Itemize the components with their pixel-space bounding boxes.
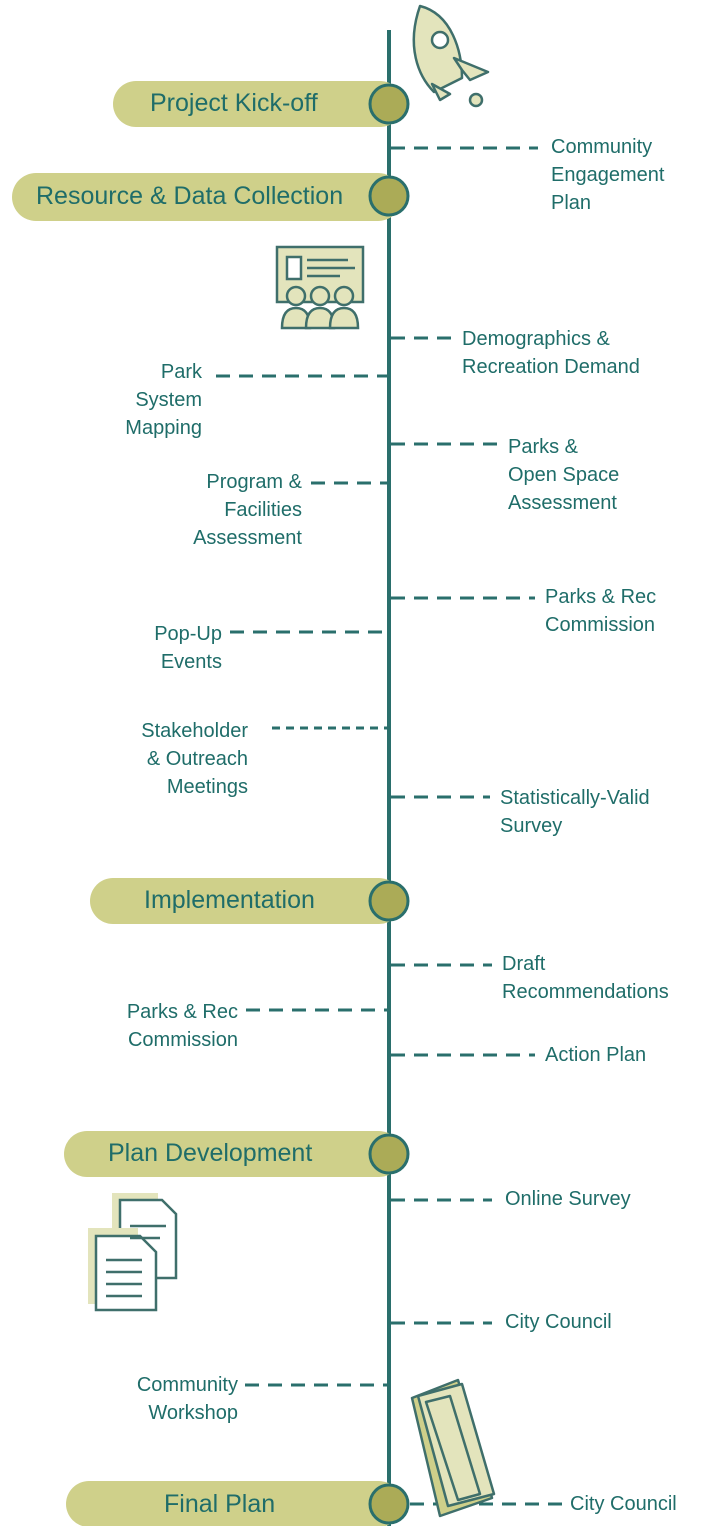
item-city-council-2: City Council	[570, 1493, 677, 1515]
phase-pill-kickoff	[113, 81, 403, 127]
presentation-icon	[275, 245, 365, 330]
book-icon	[410, 1378, 496, 1518]
phase-pill-implementation	[90, 878, 402, 924]
item-action-plan: Action Plan	[545, 1044, 647, 1066]
phase-label-implementation: Implementation	[144, 886, 315, 914]
item-pop-up-events: Pop-Up Events	[154, 623, 222, 673]
phase-label-kickoff: Project Kick-off	[150, 89, 318, 117]
item-parks-rec-commission-left: Parks & Rec Commission	[126, 1001, 238, 1051]
phase-label-final-plan: Final Plan	[164, 1490, 276, 1518]
item-online-survey: Online Survey	[505, 1188, 631, 1210]
item-parks-open-space: Parks & Open Space Assessment	[508, 436, 620, 514]
phase-label-plan-development: Plan Development	[108, 1139, 313, 1167]
documents-icon	[88, 1193, 178, 1312]
item-draft-recommendations: Draft Recommendations	[502, 953, 669, 1003]
item-park-system-mapping: Park System Mapping	[125, 361, 202, 439]
phase-node-final-plan	[368, 1483, 410, 1525]
item-program-facilities: Program & Facilities Assessment	[193, 471, 302, 549]
item-demographics: Demographics & Recreation Demand	[462, 328, 640, 378]
item-community-workshop: Community Workshop	[136, 1374, 238, 1424]
phase-pill-final-plan	[66, 1481, 402, 1526]
item-parks-rec-commission-right: Parks & Rec Commission	[545, 586, 657, 636]
phase-node-plan-development	[368, 1133, 410, 1175]
rocket-icon	[412, 4, 490, 108]
item-city-council-1: City Council	[505, 1311, 612, 1333]
phase-node-kickoff	[368, 83, 410, 125]
phase-pill-plan-development	[64, 1131, 402, 1177]
phase-label-resource: Resource & Data Collection	[36, 182, 344, 210]
item-stakeholder: Stakeholder & Outreach Meetings	[141, 720, 248, 798]
phase-node-resource	[368, 175, 410, 217]
phase-node-implementation	[368, 880, 410, 922]
item-statistically-valid: Statistically-Valid Survey	[500, 787, 650, 837]
phase-pill-resource	[12, 173, 402, 221]
item-community-engagement-plan: Community Engagement Plan	[551, 136, 665, 214]
